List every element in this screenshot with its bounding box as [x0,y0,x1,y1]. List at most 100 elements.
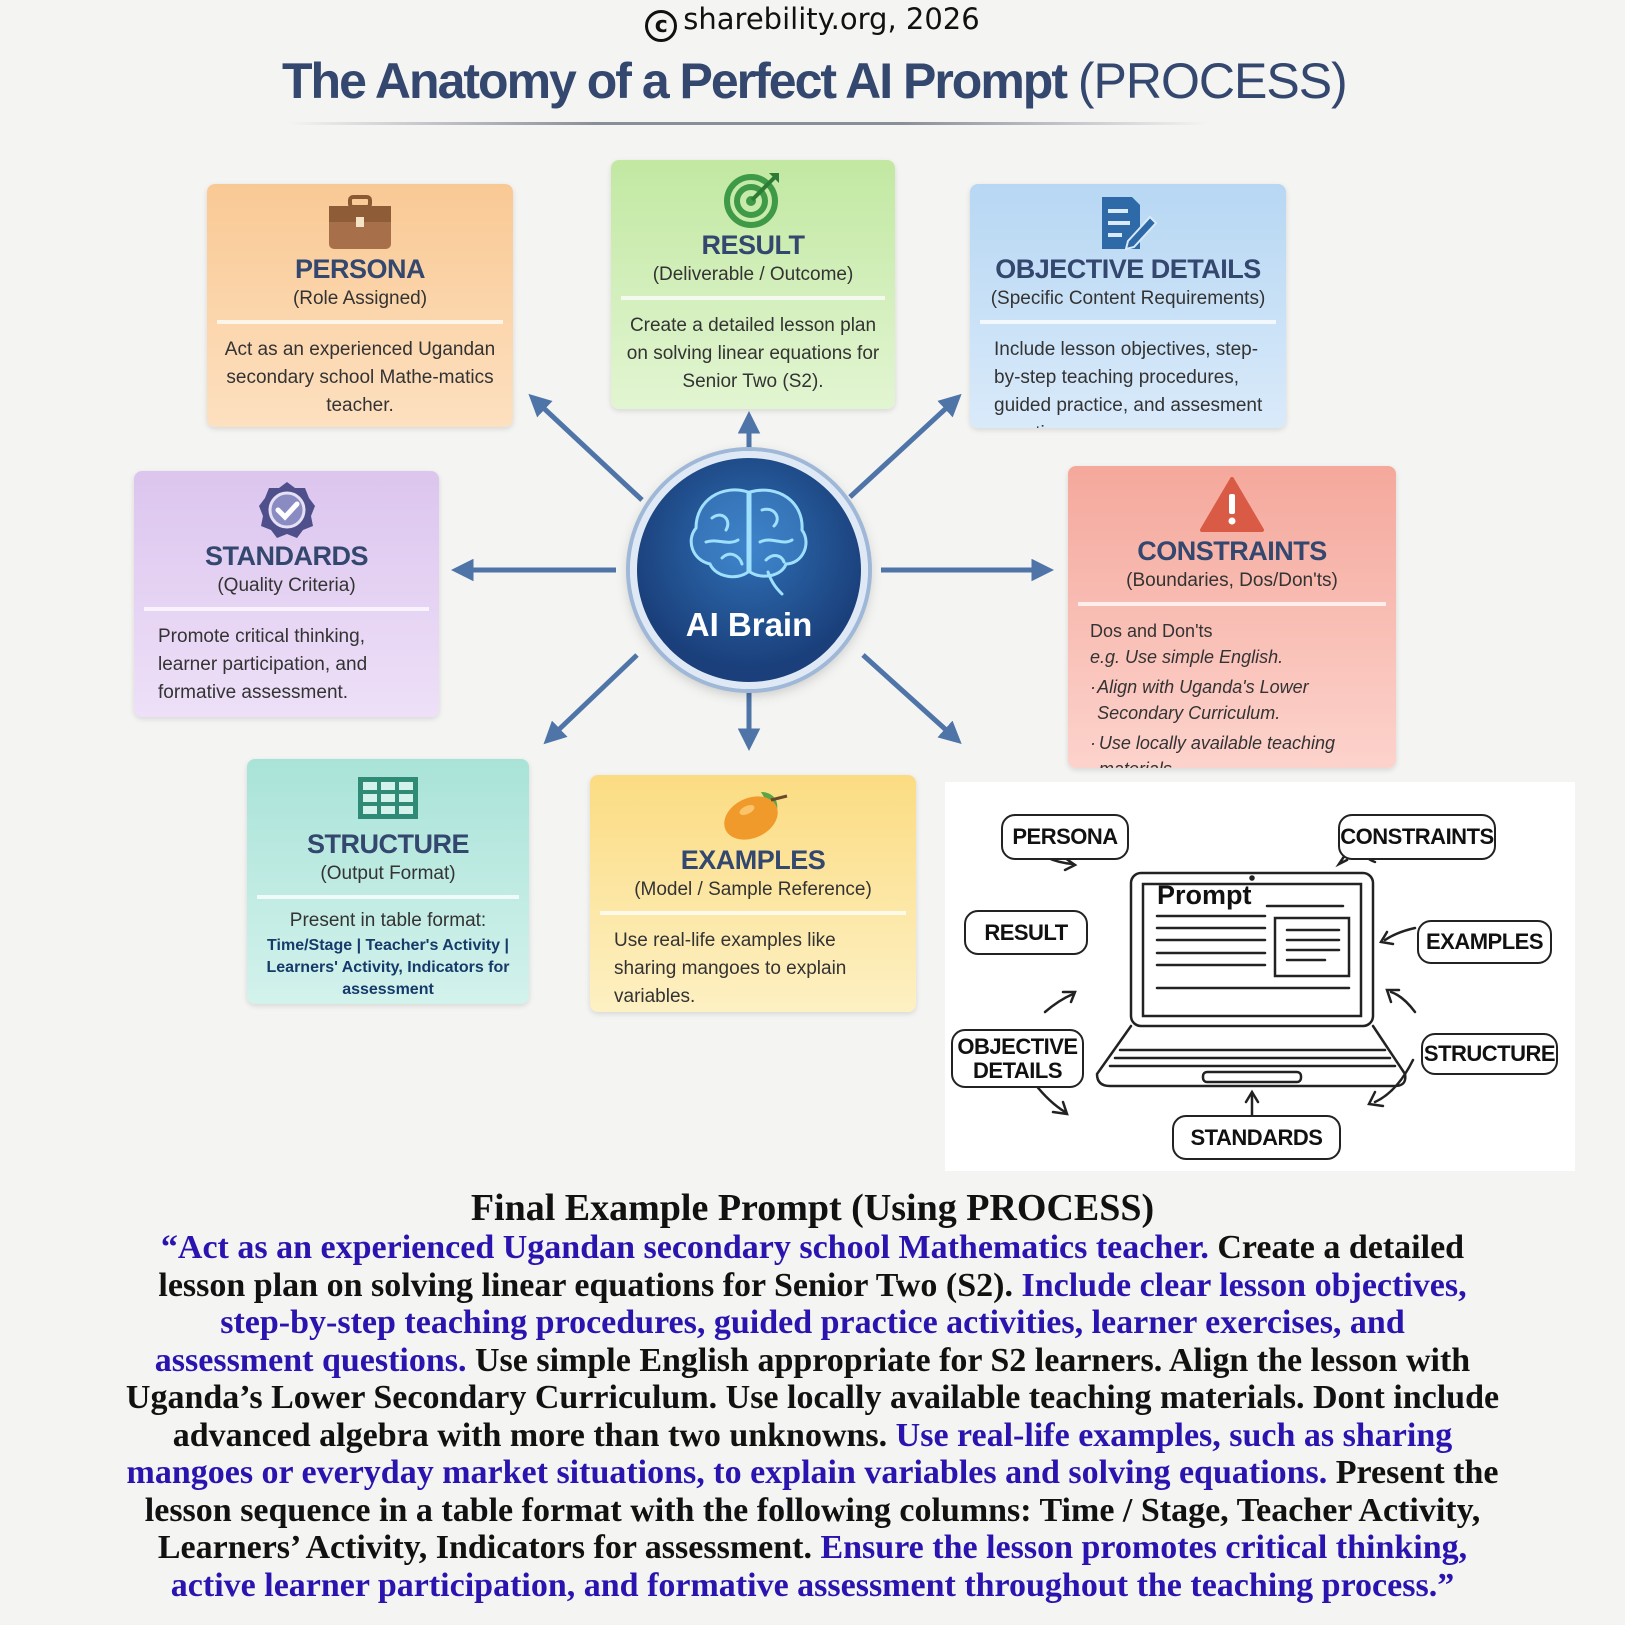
bubble-examples: EXAMPLES [1417,920,1552,964]
constraints-bullet: ·Align with Uganda's Lower Secondary Cur… [1090,674,1382,726]
card-body: Use real-life examples like sharing mang… [614,930,847,1007]
bubble-constraints: CONSTRAINTS [1338,814,1496,860]
highlighted-segment: step-by-step teaching procedures, guided… [220,1304,1405,1341]
bubble-persona: PERSONA [1001,814,1129,860]
copyright-text: sharebility.org, 2026 [683,2,980,36]
bubble-objective-details: OBJECTIVE DETAILS [951,1029,1084,1088]
laptop-icon: Prompt [1023,840,1417,1119]
card-body: Promote critical thinking, learner parti… [158,626,368,703]
highlighted-segment: assessment questions. [154,1341,467,1379]
divider [257,895,519,899]
highlighted-segment: active learner participation, and format… [170,1566,1455,1604]
prompt-line: active learner participation, and format… [0,1567,1625,1605]
highlighted-segment: “Act as an experienced Ugandan secondary… [160,1229,1209,1266]
card-examples: EXAMPLES (Model / Sample Reference) Use … [590,775,916,1012]
card-body: Act as an experienced Ugandan secondary … [224,339,496,416]
card-body: Create a detailed lesson plan on solving… [626,315,880,392]
divider [980,320,1276,324]
bullet-text: Use locally available teaching materials… [1098,733,1336,768]
prompt-line: lesson plan on solving linear equations … [0,1267,1625,1305]
sketch-screen-title: Prompt [1157,880,1252,910]
bullet-text: Align with Uganda's Lower Secondary Curr… [1097,677,1309,723]
prompt-line: “Act as an experienced Ugandan secondary… [0,1229,1625,1267]
divider [1078,602,1386,606]
card-result: RESULT (Deliverable / Outcome) Create a … [611,160,895,409]
document-edit-icon [1102,197,1158,251]
card-title: OBJECTIVE DETAILS [995,254,1261,284]
constraints-example: e.g. Use simple English. [1090,647,1284,667]
card-title: STANDARDS [205,541,369,571]
ai-brain-label: AI Brain [685,606,813,643]
constraints-line: Dos and Don'ts [1090,621,1213,641]
highlighted-segment: Use real-life examples, such as sharing [887,1416,1453,1454]
prompt-segment: lesson sequence in a table format with t… [144,1491,1481,1529]
card-body: Include lesson objectives, step-by-step … [994,339,1263,428]
prompt-segment: advanced algebra with more than two unkn… [172,1416,888,1454]
card-constraints: CONSTRAINTS (Boundaries, Dos/Don'ts) Dos… [1068,466,1396,768]
arrow-bottom-right [861,653,962,745]
card-subtitle: (Model / Sample Reference) [634,879,872,900]
prompt-segment: lesson plan on solving linear equations … [158,1266,1013,1304]
title-main: The Anatomy of a Perfect AI Prompt [282,53,1068,109]
title-suffix: (PROCESS) [1077,53,1348,109]
prompt-line: assessment questions. Use simple English… [0,1342,1625,1380]
card-title: STRUCTURE [307,829,470,859]
card-title: PERSONA [294,254,426,284]
ai-brain-hub: AI Brain [630,451,868,689]
prompt-line: step-by-step teaching procedures, guided… [0,1304,1625,1342]
card-subtitle: (Output Format) [320,863,456,884]
card-subtitle: (Role Assigned) [292,288,428,309]
card-persona: PERSONA (Role Assigned) Act as an experi… [207,184,513,427]
bubble-result: RESULT [964,910,1088,955]
bubble-standards: STANDARDS [1172,1115,1341,1160]
highlighted-segment: mangoes or everyday market situations, t… [126,1454,1328,1491]
card-subtitle: (Quality Criteria) [217,575,356,596]
prompt-segment: Uganda’s Lower Secondary Curriculum. Use… [125,1379,1500,1416]
prompt-segment: Present the [1327,1454,1499,1491]
divider [144,607,429,611]
divider [600,911,906,915]
structure-columns: Time/Stage | Teacher's Activity | Learne… [266,937,510,998]
card-standards: STANDARDS (Quality Criteria) Promote cri… [134,471,439,717]
mango-icon [724,792,788,840]
card-body: Present in table format: [289,910,487,931]
prompt-line: advanced algebra with more than two unkn… [0,1417,1625,1455]
target-icon [724,173,779,228]
arrow-persona [528,393,644,502]
card-title: CONSTRAINTS [1137,536,1327,566]
brain-icon [689,488,808,596]
warning-icon [1200,477,1264,532]
prompt-line: Uganda’s Lower Secondary Curriculum. Use… [0,1379,1625,1417]
title-underline [288,122,1208,125]
prompt-segment: Learners’ Activity, Indicators for asses… [157,1529,812,1566]
card-title: RESULT [701,230,806,260]
constraints-bullet: ·Use locally available teaching material… [1090,730,1382,768]
page-title: The Anatomy of a Perfect AI Prompt (PROC… [282,52,1348,110]
prompt-segment: Create a detailed [1208,1229,1465,1266]
card-subtitle: (Specific Content Requirements) [990,288,1266,309]
briefcase-icon [329,195,391,249]
bubble-structure: STRUCTURE [1421,1033,1558,1075]
copyright-icon: c [645,10,678,42]
prompt-line: Learners’ Activity, Indicators for asses… [0,1529,1625,1567]
final-prompt-text: “Act as an experienced Ugandan secondary… [0,1229,1625,1604]
prompt-line: lesson sequence in a table format with t… [0,1492,1625,1530]
arrow-objective [848,393,962,499]
card-title: EXAMPLES [680,845,826,875]
card-objective-details: OBJECTIVE DETAILS (Specific Content Requ… [970,184,1286,428]
table-icon [358,777,418,819]
divider [217,320,503,324]
divider [621,296,885,300]
badge-check-icon [258,482,315,538]
prompt-segment: Use simple English appropriate for S2 le… [466,1341,1471,1379]
highlighted-segment: Include clear lesson objectives, [1012,1266,1467,1304]
card-structure: STRUCTURE (Output Format) Present in tab… [247,759,529,1004]
final-prompt-heading: Final Example Prompt (Using PROCESS) [470,1187,1155,1229]
card-subtitle: (Deliverable / Outcome) [652,264,854,285]
highlighted-segment: Ensure the lesson promotes critical thin… [811,1529,1468,1566]
laptop-sketch: Prompt PERSONA CONSTRAINTS RESULT EXAMPL… [945,782,1575,1171]
arrow-structure [543,653,639,745]
prompt-line: mangoes or everyday market situations, t… [0,1454,1625,1492]
